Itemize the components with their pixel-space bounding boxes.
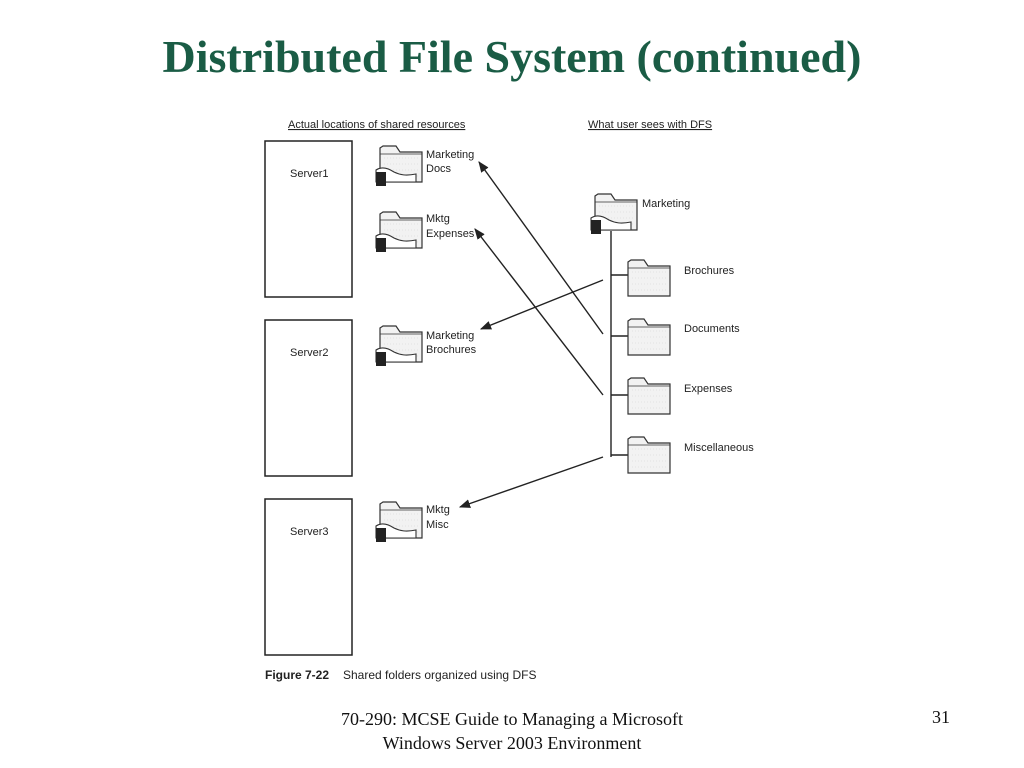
left-heading: Actual locations of shared resources (288, 119, 466, 131)
arrow-brochures-to-marketing-brochures (479, 279, 604, 330)
share-mktg-expenses-line1: Mktg (426, 213, 450, 225)
folder-icon (627, 377, 671, 415)
footer-line2: Windows Server 2003 Environment (382, 733, 642, 753)
server2-box (264, 319, 353, 477)
slide-footer: 70-290: MCSE Guide to Managing a Microso… (262, 707, 762, 755)
slide-title: Distributed File System (continued) (162, 31, 862, 82)
server1-label: Server1 (290, 168, 329, 180)
arrow-expenses-to-mktg-expenses (474, 228, 604, 396)
dfs-link-brochures: Brochures (684, 265, 735, 277)
arrow-miscellaneous-to-mktg-misc (458, 456, 604, 508)
dfs-link-documents: Documents (684, 323, 740, 335)
share-mktg-misc-line1: Mktg (426, 504, 450, 516)
share-marketing-docs-line2: Docs (426, 163, 452, 175)
server2-label: Server2 (290, 347, 329, 359)
shared-folder-icon (376, 212, 422, 252)
dfs-root-label: Marketing (642, 198, 690, 210)
share-marketing-brochures-line2: Brochures (426, 344, 477, 356)
share-mktg-expenses-line2: Expenses (426, 228, 475, 240)
server3-label: Server3 (290, 526, 329, 538)
shared-folder-icon (376, 502, 422, 542)
figure-caption: Shared folders organized using DFS (343, 668, 536, 682)
server3-box (264, 498, 353, 656)
share-marketing-docs-line1: Marketing (426, 149, 474, 161)
dfs-diagram: Actual locations of shared resources Wha… (264, 119, 754, 682)
server1-box (264, 140, 353, 298)
folder-icon (627, 318, 671, 356)
share-marketing-brochures-line1: Marketing (426, 330, 474, 342)
shared-folder-icon (591, 194, 637, 234)
folder-icon (627, 259, 671, 297)
dfs-link-miscellaneous: Miscellaneous (684, 442, 754, 454)
folder-icon (627, 436, 671, 474)
shared-folder-icon (376, 326, 422, 366)
share-mktg-misc-line2: Misc (426, 519, 449, 531)
page-number: 31 (932, 707, 950, 727)
figure-number: Figure 7-22 (265, 668, 329, 682)
footer-line1: 70-290: MCSE Guide to Managing a Microso… (341, 709, 683, 729)
shared-folder-icon (376, 146, 422, 186)
dfs-link-expenses: Expenses (684, 383, 733, 395)
arrow-documents-to-marketing-docs (478, 161, 604, 335)
right-heading: What user sees with DFS (588, 119, 712, 131)
